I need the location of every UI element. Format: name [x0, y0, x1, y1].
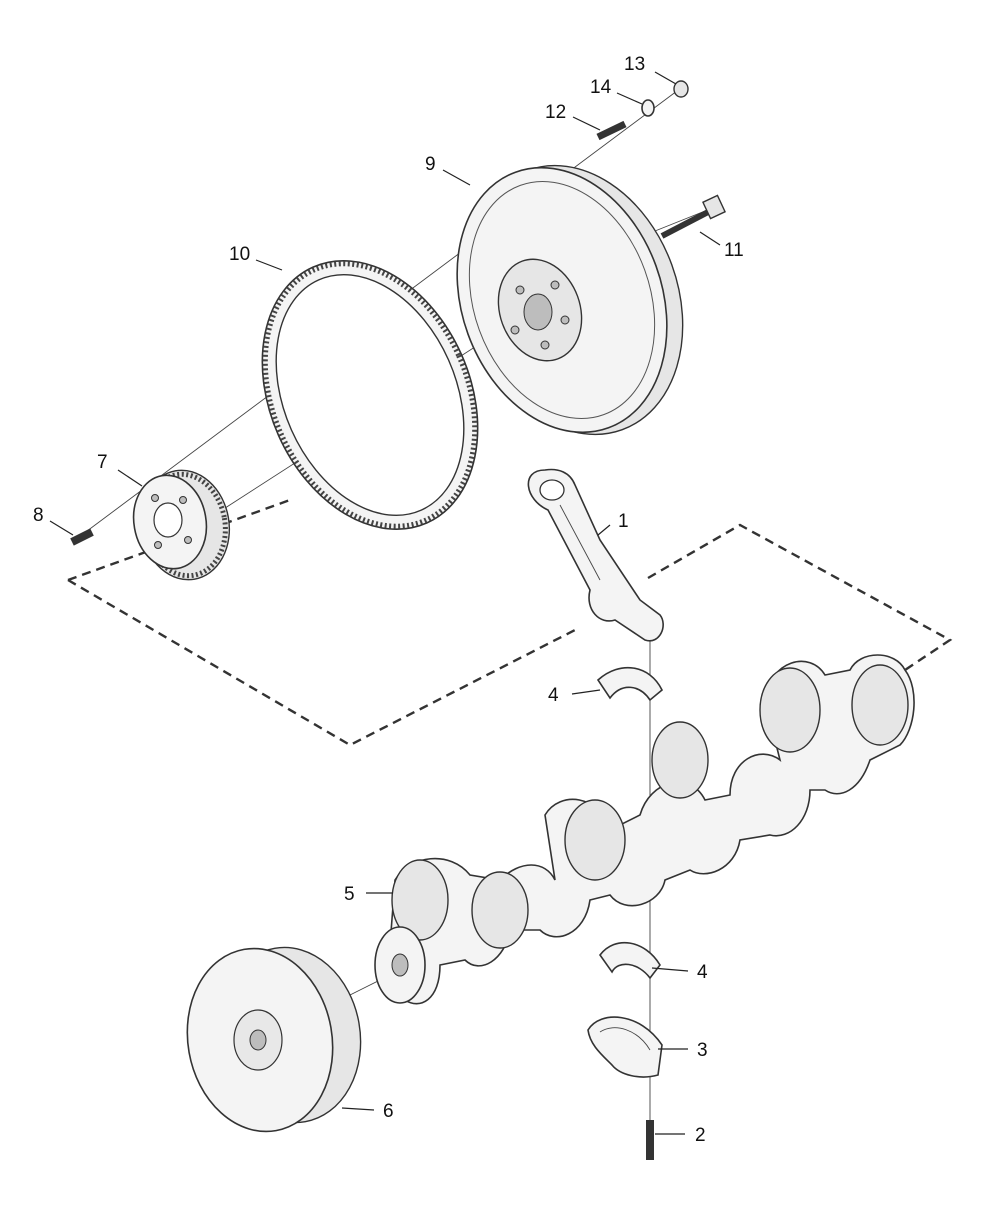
- stud: [596, 120, 627, 141]
- callout-13: 13: [624, 54, 645, 75]
- vibration-damper: [186, 946, 362, 1133]
- leader-lines: [49, 71, 721, 1135]
- bearing-shell-upper: [596, 666, 663, 702]
- callout-1: 1: [618, 511, 629, 532]
- rod-cap: [587, 1016, 663, 1078]
- callout-4-upper: 4: [548, 685, 559, 706]
- crankshaft: [374, 654, 915, 1005]
- assembly-boundary: [67, 498, 953, 747]
- callout-3: 3: [697, 1040, 708, 1061]
- connecting-rod: [527, 468, 664, 642]
- callout-4-lower: 4: [697, 962, 708, 983]
- callout-labels: 1 2 3 4 4 5 6 7 8 9 10 11 12 13 14: [33, 54, 744, 1146]
- callout-8: 8: [33, 505, 44, 526]
- callout-10: 10: [229, 244, 250, 265]
- flywheel-bolt: [660, 194, 726, 239]
- callout-5: 5: [344, 884, 355, 905]
- callout-14: 14: [590, 77, 612, 98]
- callout-6: 6: [383, 1101, 394, 1122]
- flywheel: [456, 164, 684, 436]
- dowel-pin: [70, 528, 94, 546]
- timing-gear: [132, 469, 231, 581]
- ring-gear: [261, 259, 479, 531]
- callout-12: 12: [545, 102, 566, 123]
- callout-7: 7: [97, 452, 108, 473]
- callout-11: 11: [724, 240, 744, 261]
- washer: [641, 99, 655, 117]
- callout-2: 2: [695, 1125, 706, 1146]
- bearing-shell-lower: [599, 941, 661, 980]
- callout-9: 9: [425, 154, 436, 175]
- nut: [673, 80, 689, 98]
